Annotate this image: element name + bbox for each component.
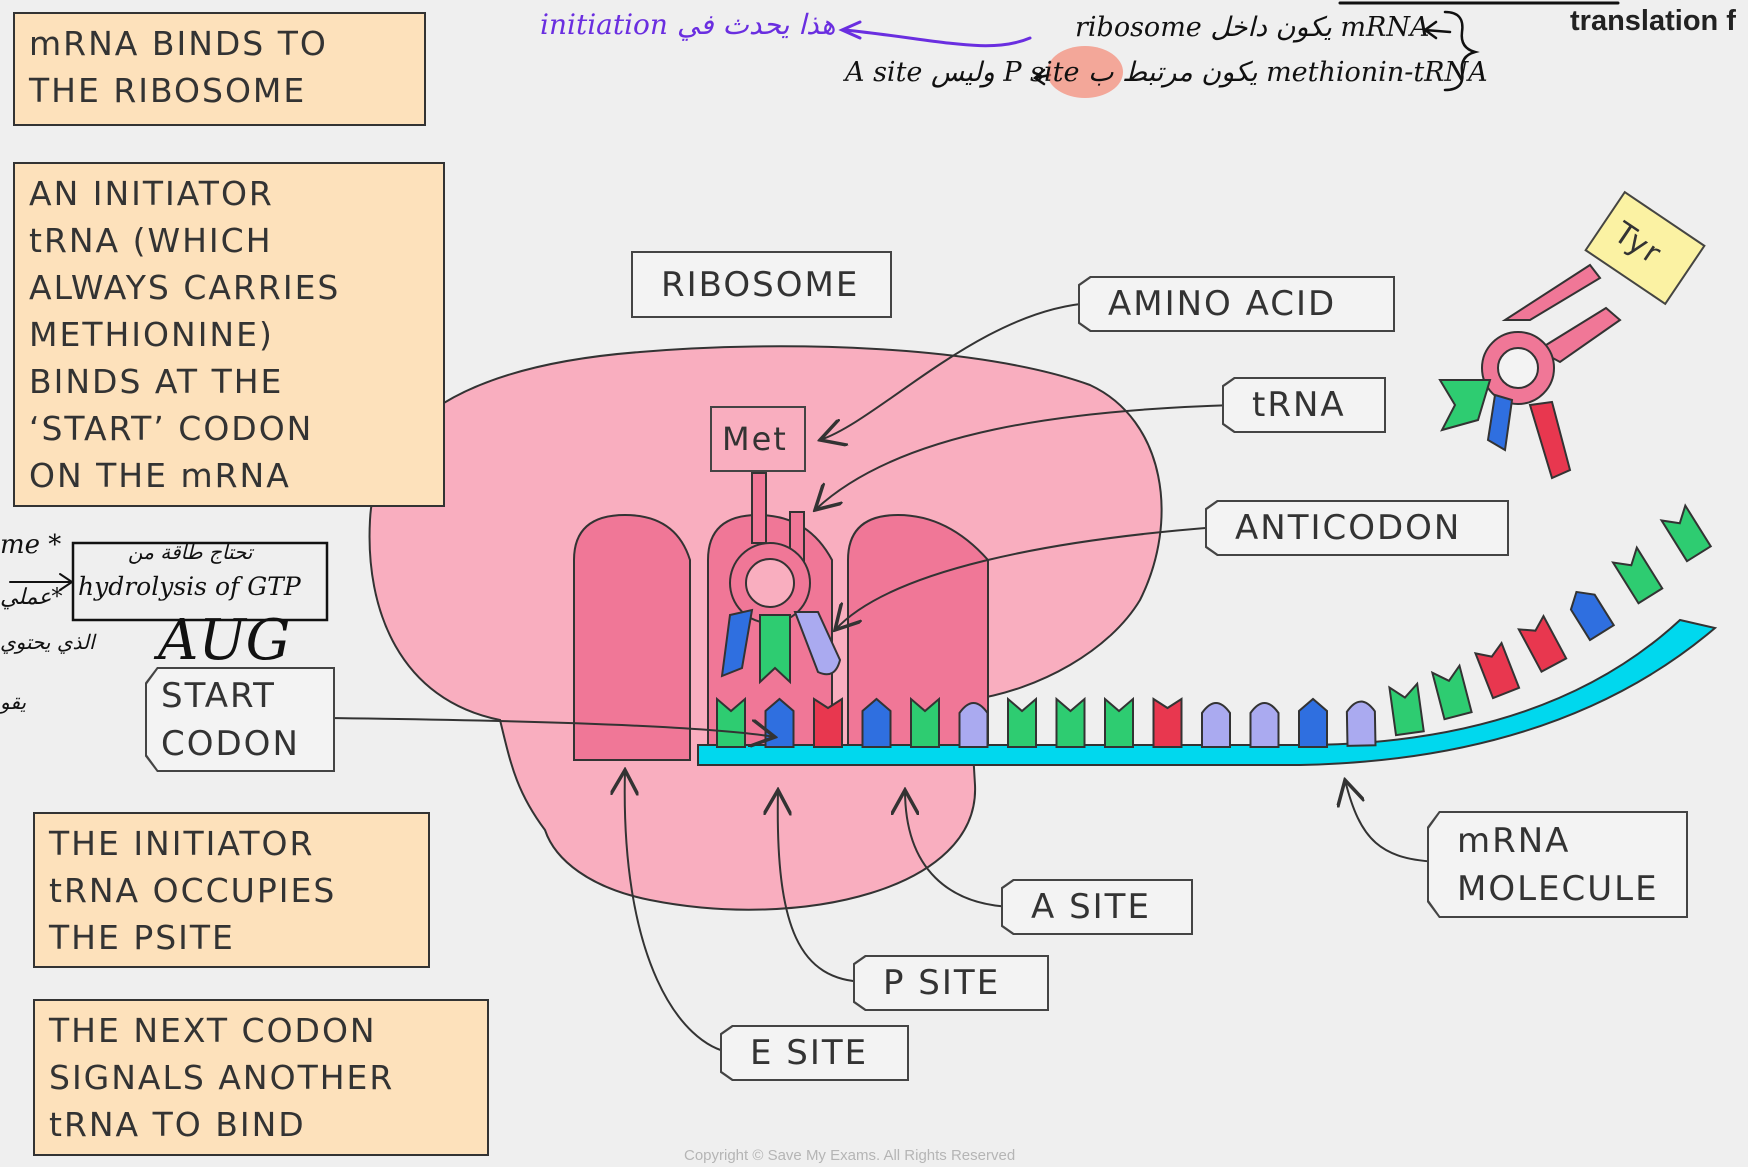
codon-base — [1154, 699, 1182, 747]
next-codon-box: THE NEXT CODON SIGNALS ANOTHER tRNA TO B… — [33, 999, 489, 1156]
trna-tag: tRNA — [1222, 377, 1386, 433]
codon-base — [1202, 703, 1230, 747]
codon-base — [1432, 666, 1471, 720]
copyright: Copyright © Save My Exams. All Rights Re… — [684, 1147, 1015, 1164]
codon-base — [1299, 699, 1327, 747]
energy-note: تحتاج طاقة من — [128, 540, 252, 564]
methionin-note: A site وليس P site يكون مرتبط ب methioni… — [845, 57, 1488, 88]
amino-acid-text: AMINO ACID — [1080, 278, 1393, 330]
start-codon-text: START CODON — [147, 669, 333, 770]
codon-base — [1057, 699, 1085, 747]
codon-base — [766, 699, 794, 747]
a-site-text: A SITE — [1003, 881, 1191, 933]
gtp-note: hydrolysis of GTP — [78, 572, 301, 601]
anticodon-text: ANTICODON — [1207, 502, 1507, 554]
codon-base — [1565, 585, 1614, 641]
purple-arrow-stroke — [845, 30, 1030, 46]
e-site-text: E SITE — [722, 1027, 907, 1079]
codon-base — [1251, 703, 1279, 747]
met-label: Met — [710, 406, 806, 472]
codon-base — [1662, 506, 1711, 562]
anticodon-tag: ANTICODON — [1205, 500, 1509, 556]
codon-base — [1008, 699, 1036, 747]
trna-text: tRNA — [1224, 379, 1384, 431]
start-codon-tag: START CODON — [145, 667, 335, 772]
tyr-trna — [1440, 265, 1620, 478]
mrna-molecule-text: mRNA MOLECULE — [1429, 813, 1686, 916]
aug-note: AUG — [158, 608, 290, 673]
codon-base — [1105, 699, 1133, 747]
margin-note-2: عملي* — [0, 585, 62, 610]
a-site-tag: A SITE — [1001, 879, 1193, 935]
occupies-psite-box: THE INITIATOR tRNA OCCUPIES THE PSITE — [33, 812, 430, 968]
ribosome-label: RIBOSOME — [631, 251, 892, 318]
codon-base — [1389, 684, 1423, 735]
codon-base — [1519, 616, 1566, 672]
codon-base — [1613, 548, 1662, 604]
mrna-leader — [1345, 780, 1441, 862]
initiation-note: initiation هذا يحدث في — [540, 8, 836, 41]
codon-base — [863, 699, 891, 747]
codon-base — [1475, 643, 1519, 698]
margin-note-4: يقو — [0, 690, 26, 714]
p-site-tag: P SITE — [853, 955, 1049, 1011]
amino-acid-tag: AMINO ACID — [1078, 276, 1395, 332]
codon-base — [960, 703, 988, 747]
e-site-tag: E SITE — [720, 1025, 909, 1081]
mrna-binds-box: mRNA BINDS TO THE RIBOSOME — [13, 12, 426, 126]
codon-base — [1347, 701, 1376, 746]
p-site-text: P SITE — [855, 957, 1047, 1009]
margin-note-3: الذي يحتوي — [0, 630, 95, 654]
translation-note: translation f — [1570, 5, 1736, 38]
mrna-molecule-tag: mRNA MOLECULE — [1427, 811, 1688, 918]
margin-note-1: me * — [0, 530, 61, 560]
ribosome-mrna-note: ribosome يكون داخل mRNA — [1075, 12, 1429, 43]
initiator-trna-box: AN INITIATOR tRNA (WHICH ALWAYS CARRIES … — [13, 162, 445, 507]
